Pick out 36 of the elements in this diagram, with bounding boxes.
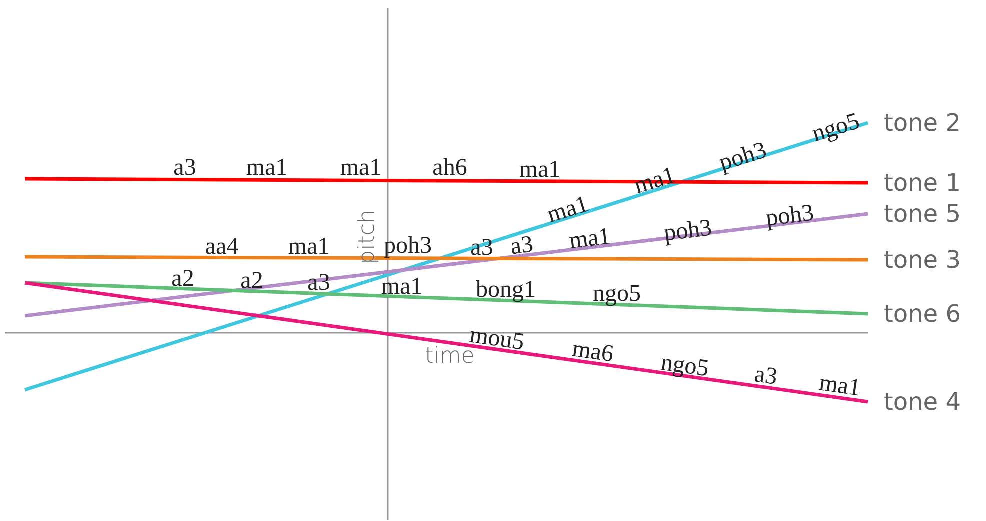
tone-label: tone 2 bbox=[868, 107, 961, 139]
syllable-label: poh3 bbox=[716, 138, 770, 176]
syllable-label: ah6 bbox=[432, 156, 468, 180]
syllable-label: ma1 bbox=[818, 371, 862, 401]
tone-label: tone 4 bbox=[868, 386, 961, 418]
syllable-label: poh3 bbox=[384, 234, 432, 258]
syllable-label: ngo5 bbox=[593, 282, 641, 306]
syllable-label: ma1 bbox=[340, 156, 382, 180]
syllable-label: ma1 bbox=[519, 158, 561, 182]
tone-contour-line bbox=[25, 177, 868, 185]
syllable-label: ma1 bbox=[632, 163, 678, 199]
tone-label: tone 3 bbox=[868, 244, 961, 276]
tone-contour-line bbox=[24, 121, 869, 392]
syllable-label: a3 bbox=[509, 232, 535, 260]
syllable-label: a2 bbox=[172, 267, 194, 291]
tone-contour-line bbox=[24, 212, 868, 318]
syllable-label: ma6 bbox=[570, 337, 616, 367]
syllable-label: a3 bbox=[308, 271, 330, 295]
tone-contour-line bbox=[24, 281, 868, 404]
tone-label: tone 6 bbox=[868, 298, 961, 330]
syllable-label: bong1 bbox=[476, 278, 536, 302]
syllable-label: poh3 bbox=[764, 201, 816, 231]
syllable-label: ngo5 bbox=[810, 110, 862, 146]
syllable-label: ma1 bbox=[288, 235, 330, 259]
syllable-label: poh3 bbox=[662, 216, 714, 246]
syllable-label: a3 bbox=[753, 362, 779, 390]
tone-label: tone 1 bbox=[868, 167, 961, 199]
tone-contour-line bbox=[25, 255, 868, 262]
syllable-label: aa4 bbox=[205, 235, 239, 259]
axis-label: pitch bbox=[357, 210, 379, 264]
syllable-label: a2 bbox=[240, 269, 264, 293]
syllable-label: ma1 bbox=[381, 275, 423, 299]
syllable-label: ngo5 bbox=[660, 350, 710, 382]
tone-label: tone 5 bbox=[868, 198, 961, 230]
syllable-label: ma1 bbox=[246, 156, 288, 180]
syllable-label: a3 bbox=[174, 156, 196, 180]
